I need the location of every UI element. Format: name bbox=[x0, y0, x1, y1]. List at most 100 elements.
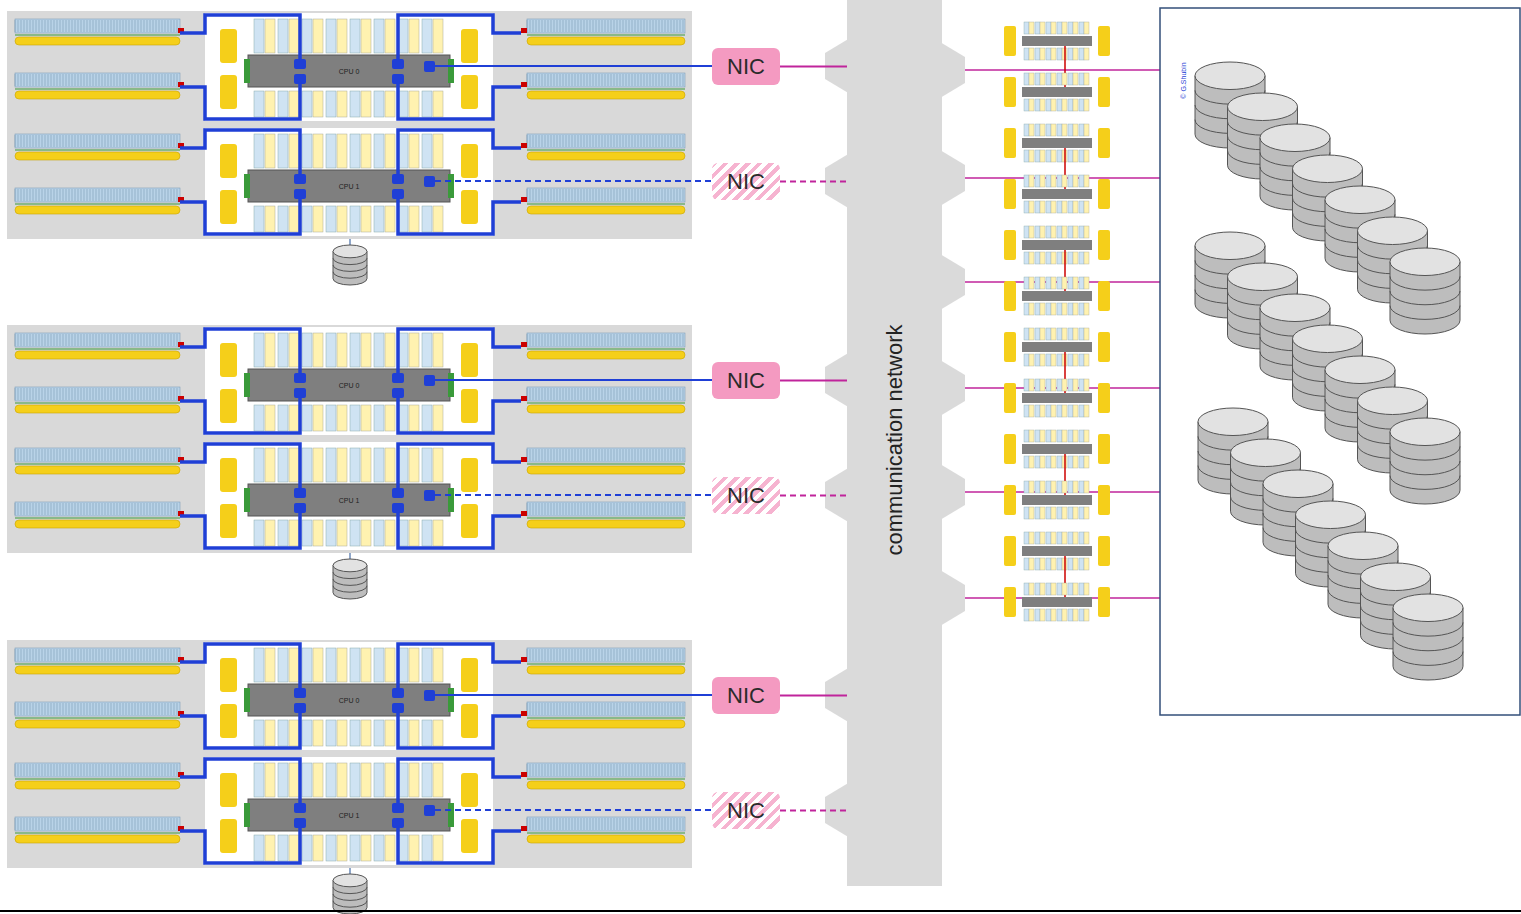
cache bbox=[385, 520, 395, 546]
memory-chip bbox=[78, 74, 79, 86]
rack-core bbox=[1035, 150, 1040, 162]
rack-cpu bbox=[1022, 342, 1092, 352]
memory-chip bbox=[135, 388, 136, 400]
rack-core bbox=[1024, 481, 1029, 493]
memory-chip bbox=[638, 703, 639, 715]
core bbox=[302, 19, 312, 53]
memory-chip bbox=[572, 703, 573, 715]
memory-chip bbox=[165, 649, 166, 661]
memory-chip bbox=[557, 764, 558, 776]
rack-cache bbox=[1084, 328, 1089, 340]
rack-memory bbox=[1004, 179, 1016, 209]
memory-chip bbox=[126, 388, 127, 400]
memory-chip bbox=[171, 764, 172, 776]
memory-chip bbox=[105, 703, 106, 715]
memory-chip bbox=[15, 74, 16, 86]
memory-chip bbox=[641, 503, 642, 515]
memory-chip bbox=[557, 20, 558, 32]
memory-chip bbox=[126, 135, 127, 147]
memory-chip bbox=[551, 388, 552, 400]
rack-core bbox=[1068, 99, 1073, 111]
core bbox=[326, 91, 336, 117]
memory-chip bbox=[626, 388, 627, 400]
memory-chip bbox=[33, 74, 34, 86]
memory-module bbox=[527, 817, 685, 831]
memory-chip bbox=[662, 503, 663, 515]
memory-chip bbox=[536, 135, 537, 147]
interconnect-link bbox=[398, 759, 521, 807]
memory-chip bbox=[120, 388, 121, 400]
memory-chip bbox=[542, 818, 543, 830]
memory-chip bbox=[27, 20, 28, 32]
memory-chip bbox=[150, 649, 151, 661]
rack-cache bbox=[1051, 303, 1056, 315]
rack-core bbox=[1079, 303, 1084, 315]
core bbox=[350, 448, 360, 482]
memory-chip bbox=[159, 818, 160, 830]
memory-chip bbox=[138, 135, 139, 147]
rack-cache bbox=[1062, 201, 1067, 213]
memory-chip bbox=[69, 503, 70, 515]
memory-chip bbox=[72, 20, 73, 32]
rack-cache bbox=[1073, 124, 1078, 136]
memory-chip bbox=[69, 449, 70, 461]
memory-chip bbox=[162, 388, 163, 400]
cache bbox=[337, 448, 347, 482]
memory-box bbox=[220, 504, 237, 538]
core bbox=[422, 763, 432, 797]
memory-chip bbox=[138, 764, 139, 776]
cache bbox=[337, 520, 347, 546]
memory-chip bbox=[623, 449, 624, 461]
memory-chip bbox=[659, 74, 660, 86]
memory-chip bbox=[168, 334, 169, 346]
rack-cache bbox=[1062, 22, 1067, 34]
rack-cache bbox=[1040, 405, 1045, 417]
memory-chip bbox=[662, 649, 663, 661]
memory-chip bbox=[165, 135, 166, 147]
rack-cpu bbox=[1022, 189, 1092, 199]
memory-chip bbox=[111, 764, 112, 776]
core bbox=[302, 763, 312, 797]
memory-chip bbox=[548, 74, 549, 86]
rack-core bbox=[1079, 328, 1084, 340]
core bbox=[254, 19, 264, 53]
rack-core bbox=[1046, 354, 1051, 366]
memory-chip bbox=[674, 74, 675, 86]
memory-chip bbox=[123, 189, 124, 201]
core bbox=[278, 448, 288, 482]
server-chassis bbox=[7, 325, 692, 553]
rack-cache bbox=[1073, 303, 1078, 315]
memory-trace bbox=[527, 402, 685, 403]
memory-chip bbox=[599, 189, 600, 201]
memory-chip bbox=[683, 189, 684, 201]
memory-chip bbox=[42, 388, 43, 400]
memory-chip bbox=[608, 703, 609, 715]
memory-chip bbox=[156, 503, 157, 515]
memory-chip bbox=[662, 449, 663, 461]
memory-chip bbox=[87, 449, 88, 461]
memory-chip bbox=[641, 189, 642, 201]
memory-chip bbox=[57, 764, 58, 776]
memory-chip bbox=[668, 764, 669, 776]
memory-chip bbox=[30, 764, 31, 776]
memory-chip bbox=[102, 649, 103, 661]
memory-chip bbox=[177, 20, 178, 32]
rack-core bbox=[1035, 430, 1040, 442]
cache bbox=[409, 405, 419, 431]
cache bbox=[289, 206, 299, 232]
rack-core bbox=[1035, 22, 1040, 34]
rack-cache bbox=[1073, 354, 1078, 366]
memory-chip bbox=[165, 20, 166, 32]
core bbox=[302, 835, 312, 861]
memory-chip bbox=[593, 818, 594, 830]
memory-chip bbox=[15, 503, 16, 515]
memory-chip bbox=[39, 189, 40, 201]
memory-chip bbox=[42, 818, 43, 830]
memory-chip bbox=[81, 503, 82, 515]
memory-chip bbox=[644, 135, 645, 147]
memory-chip bbox=[132, 649, 133, 661]
memory-chip bbox=[542, 649, 543, 661]
memory-chip bbox=[108, 764, 109, 776]
memory-chip bbox=[99, 449, 100, 461]
memory-chip bbox=[30, 649, 31, 661]
